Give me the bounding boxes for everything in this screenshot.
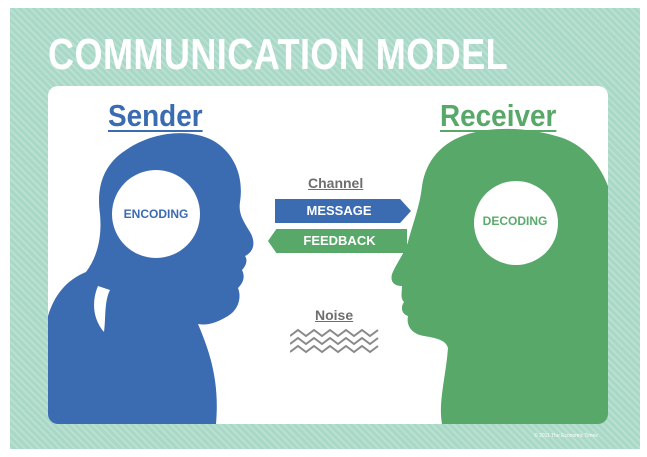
copyright-text: © 2011 The Economic Times: [534, 433, 598, 439]
poster-title: COMMUNICATION MODEL: [48, 30, 509, 79]
message-label: MESSAGE: [306, 203, 372, 218]
receiver-label: Receiver: [440, 98, 557, 133]
decoding-label: DECODING: [482, 214, 548, 228]
encoding-bubble: [112, 170, 200, 258]
feedback-arrow: FEEDBACK: [268, 229, 407, 253]
decoding-bubble: [474, 181, 558, 265]
encoding-label: ENCODING: [123, 207, 189, 221]
message-arrow: MESSAGE: [275, 199, 411, 223]
zigzag-noise-icon: [290, 328, 379, 354]
channel-label: Channel: [308, 175, 364, 191]
feedback-label: FEEDBACK: [303, 233, 376, 248]
sender-silhouette: [48, 133, 254, 424]
sender-label: Sender: [108, 98, 203, 133]
diagram-panel: Sender Receiver ENCODING DECODING Channe…: [48, 86, 608, 424]
noise-label: Noise: [315, 307, 354, 323]
receiver-silhouette: [391, 128, 608, 424]
poster: COMMUNICATION MODEL Sender Receiver ENCO…: [10, 8, 640, 449]
ponytail-gap: [94, 286, 110, 332]
